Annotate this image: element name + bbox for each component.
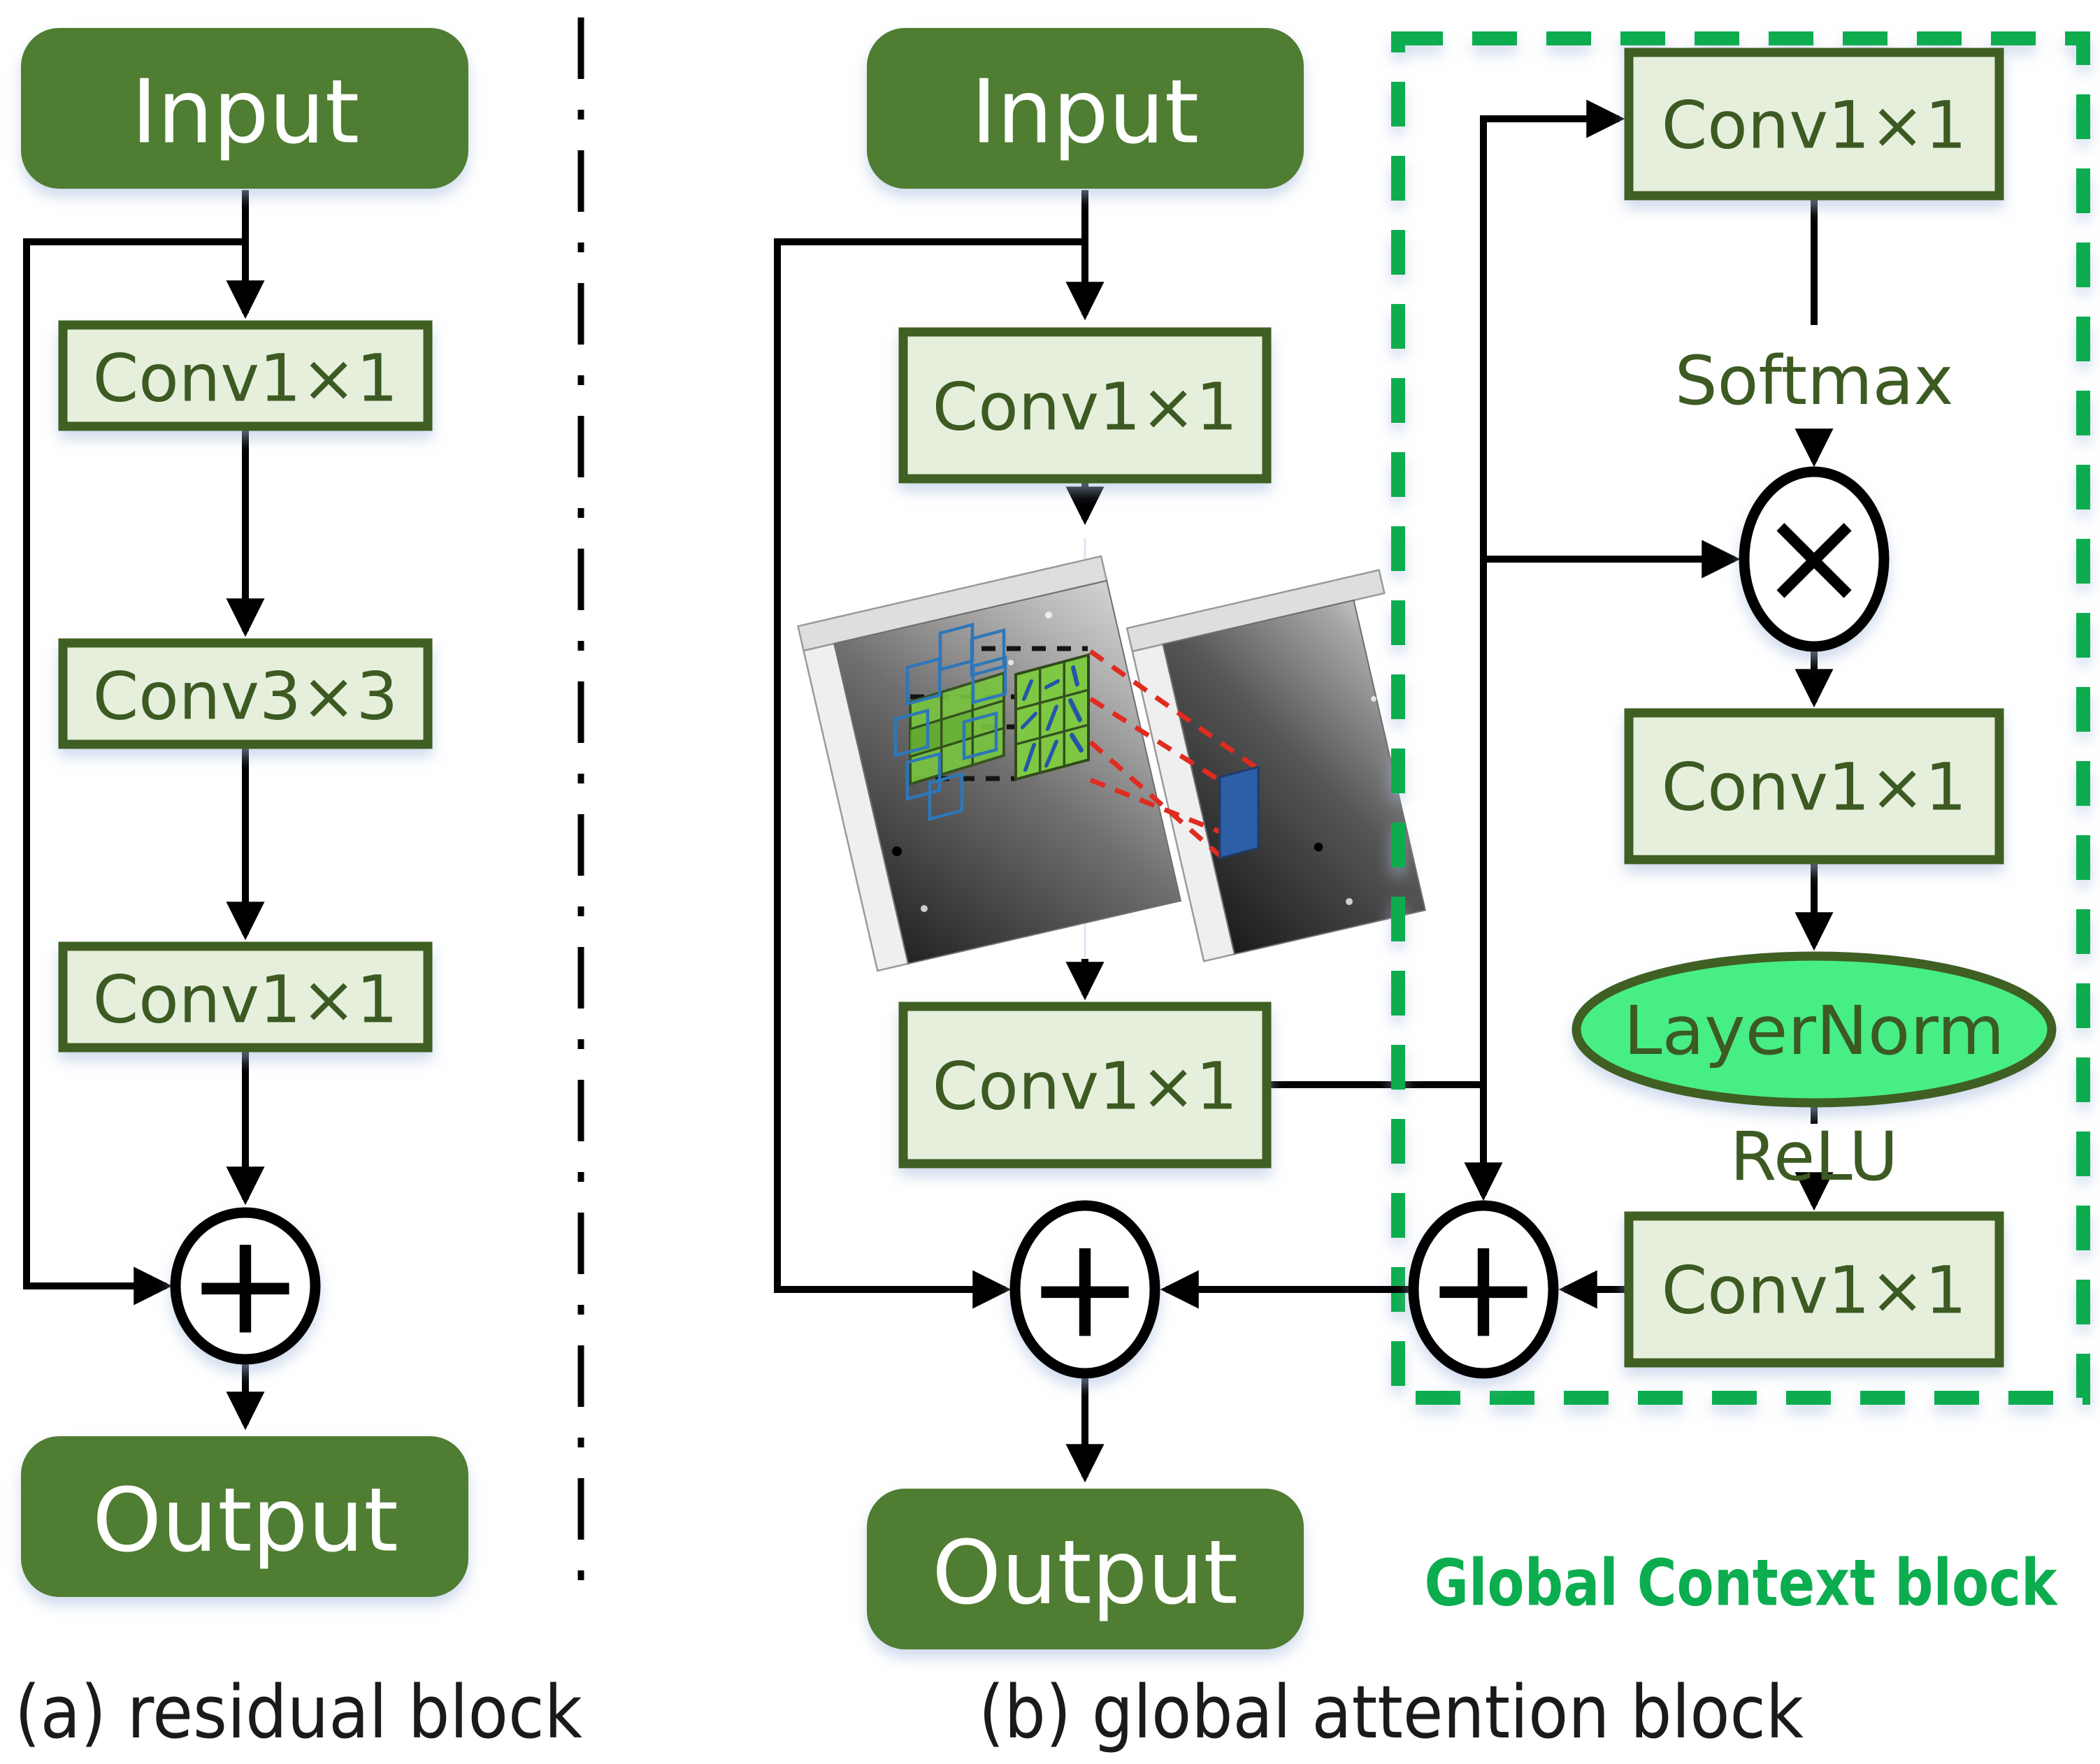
attention-grid [1014,653,1090,781]
b-conv-after-label: Conv1×1 [933,1049,1238,1125]
gc-multiply-circle [1739,466,1890,652]
a-conv1x1-box-2 [58,941,433,1053]
anchor-boxes [893,622,1007,821]
gc-conv-output-label: Conv1×1 [1662,1253,1967,1329]
panel-b-global-attention-block: Input Conv1×1 Conv1×1 + Output (b) globa… [774,28,1804,1755]
a-conv1-label: Conv1×1 [93,341,398,417]
a-add-operator: + [187,1203,304,1366]
feature-map-illustration [796,538,1427,972]
b-conv-before-box [898,327,1272,484]
a-conv2-label: Conv3×3 [93,659,398,735]
gc-layernorm-label: LayerNorm [1624,992,2005,1070]
a-caption: (a) residual block [15,1670,582,1755]
b-add-circle [1009,1200,1160,1379]
a-conv1x1-box-1 [58,320,433,431]
panel-a-residual-block: Input Conv1×1 Conv3×3 Conv1×1 + Output (… [15,28,582,1755]
a-add-circle [170,1207,321,1365]
gc-multiply-operator: × [1758,479,1869,634]
gc-softmax-label: Softmax [1675,342,1954,420]
a-output-node [21,1436,468,1597]
gc-add-operator: + [1425,1207,1542,1370]
star-speckles [879,612,1376,912]
context-target-patch [1218,765,1260,860]
gc-relu-label: ReLU [1730,1118,1898,1196]
b-output-label: Output [932,1521,1238,1624]
gc-layernorm-ellipse [1572,951,2057,1108]
a-input-label: Input [131,61,359,164]
b-skip-connection [774,238,1085,1309]
gc-attention-input-arrow [1480,99,1625,1085]
a-skip-connection [23,238,245,1306]
feature-map-right [1125,569,1427,962]
b-conv-before-label: Conv1×1 [933,370,1238,446]
b-add-operator: + [1026,1207,1144,1370]
a-conv3-label: Conv1×1 [93,962,398,1039]
b-input-node [867,28,1304,189]
a-conv3x3-box [58,638,433,749]
gc-conv-output-box [1624,1211,2004,1368]
gc-conv-attention-label: Conv1×1 [1662,88,1967,164]
gc-conv-transform-label: Conv1×1 [1662,750,1967,826]
gc-title: Global Context block [1425,1546,2059,1621]
b-caption: (b) global attention block [979,1670,1804,1755]
a-output-label: Output [92,1469,398,1572]
gc-conv-attention-box [1624,48,2004,201]
a-input-node [21,28,468,189]
correspondence-lines-red [1088,649,1260,859]
gc-dashed-border [1391,31,2090,1405]
b-conv-after-box [898,1002,1272,1169]
feature-map-left [796,555,1182,972]
b-output-node [867,1489,1304,1649]
gc-conv-transform-box [1624,708,2004,865]
global-context-block: Conv1×1 Softmax × Conv1×1 LayerNorm ReLU… [1160,31,2090,1621]
gc-add-circle [1408,1200,1559,1379]
b-input-label: Input [971,61,1199,164]
